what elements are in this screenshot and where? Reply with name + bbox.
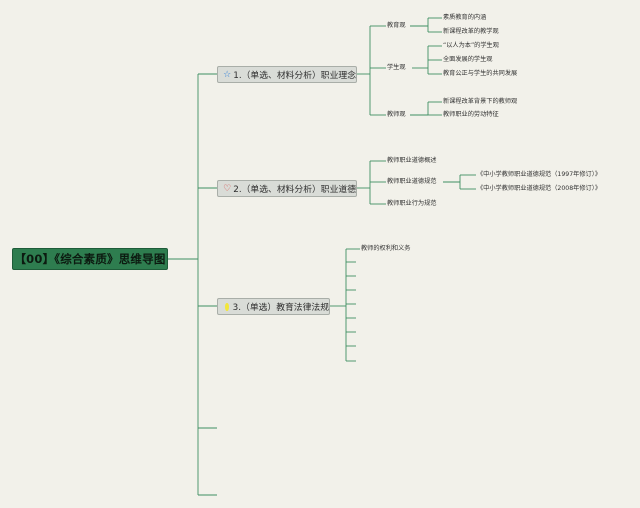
topic-label: 3.（单选）教育法律法规 [232,303,329,313]
heart-icon: ♡ [223,183,232,194]
root-topic-label: 【00】《综合素质》思维导图 [14,252,166,266]
subtopic-teacher-view[interactable]: 教师观 [387,111,406,118]
subtopic-teacher-rights[interactable]: 教师的权利和义务 [361,245,411,252]
subtopic-ethics-overview[interactable]: 教师职业道德概述 [387,157,437,164]
subtopic-conduct-norms[interactable]: 教师职业行为规范 [387,200,437,207]
topic-education-law[interactable]: 3.（单选）教育法律法规 [217,298,330,315]
leaf-item[interactable]: 新课程改革的教学观 [443,28,499,35]
topic-label: 1.（单选、材料分析）职业理念 [233,71,356,81]
star-icon: ☆ [223,69,232,80]
topic-professional-philosophy[interactable]: ☆ 1.（单选、材料分析）职业理念 [217,66,357,83]
subtopic-ethics-norms[interactable]: 教师职业道德规范 [387,178,437,185]
subtopic-education-view[interactable]: 教育观 [387,22,406,29]
root-topic[interactable]: 【00】《综合素质》思维导图 [12,248,168,270]
subtopic-student-view[interactable]: 学生观 [387,64,406,71]
leaf-item[interactable]: 《中小学教师职业道德规范（1997年修订）》 [477,171,602,178]
leaf-item[interactable]: 教育公正与学生的共同发展 [443,70,518,77]
dot-icon [225,302,229,311]
leaf-item[interactable]: 教师职业的劳动特征 [443,111,499,118]
leaf-item[interactable]: “以人为本”的学生观 [443,42,499,49]
leaf-item[interactable]: 全面发展的学生观 [443,56,493,63]
leaf-item[interactable]: 新课程改革背景下的教师观 [443,98,518,105]
leaf-item[interactable]: 素质教育的内涵 [443,14,487,21]
topic-label: 2.（单选、材料分析）职业道德 [233,185,356,195]
leaf-item[interactable]: 《中小学教师职业道德规范（2008年修订）》 [477,185,602,192]
topic-professional-ethics[interactable]: ♡ 2.（单选、材料分析）职业道德 [217,180,357,197]
